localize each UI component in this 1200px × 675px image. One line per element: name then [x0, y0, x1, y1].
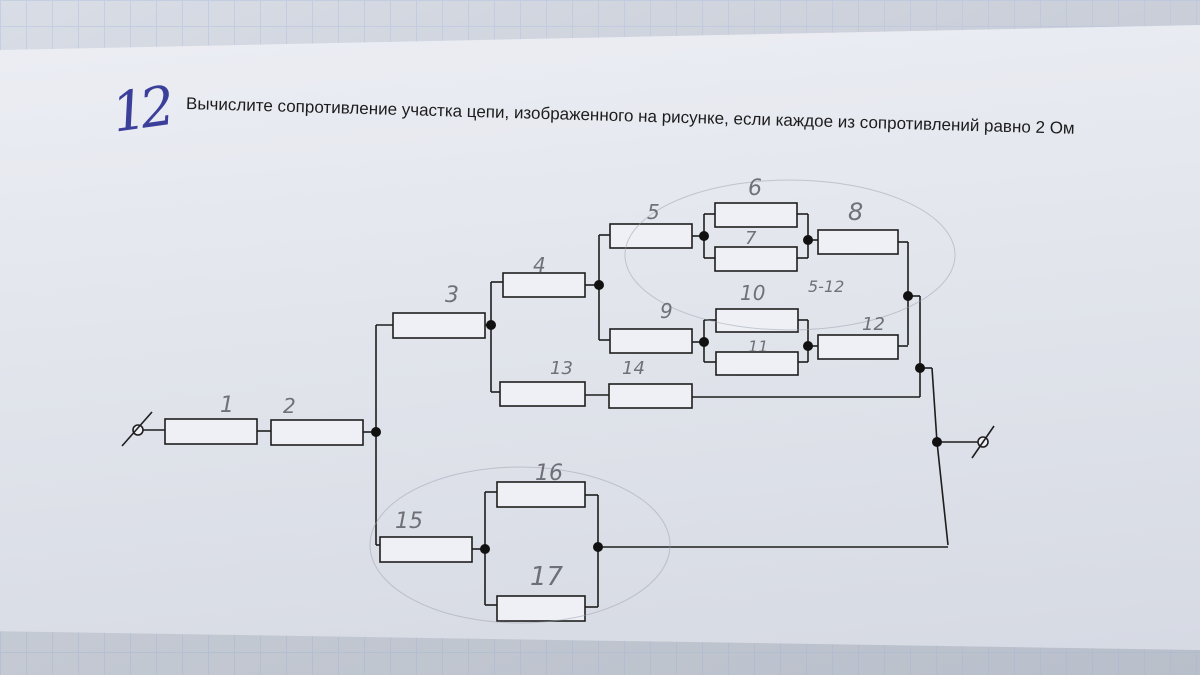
label-r16: 16 — [535, 461, 563, 486]
junction-dot — [903, 291, 913, 301]
terminal-tick — [971, 425, 995, 459]
label-r1: 1 — [220, 393, 234, 418]
label-r10: 10 — [740, 281, 765, 305]
resistor-14 — [608, 383, 693, 409]
junction-dot — [803, 235, 813, 245]
resistor-3 — [392, 312, 486, 339]
junction-dot — [371, 427, 381, 437]
label-r12: 12 — [862, 314, 885, 335]
junction-dot — [594, 280, 604, 290]
label-r2: 2 — [283, 394, 296, 418]
label-r9: 9 — [660, 299, 673, 323]
wire — [931, 367, 938, 443]
input-terminal — [132, 424, 144, 436]
junction-dot — [932, 437, 942, 447]
resistor-2 — [270, 419, 364, 446]
resistor-6 — [714, 202, 798, 228]
resistor-17 — [496, 595, 586, 622]
junction-dot — [480, 544, 490, 554]
resistor-9 — [609, 328, 693, 354]
resistor-13 — [499, 381, 586, 407]
junction-dot — [486, 320, 496, 330]
resistor-5 — [609, 223, 693, 249]
label-r7: 7 — [745, 228, 757, 249]
junction-dot — [699, 231, 709, 241]
pencil-circle — [624, 179, 956, 331]
resistor-8 — [817, 229, 899, 255]
terminal-tick — [121, 411, 153, 447]
junction-dot — [593, 542, 603, 552]
label-r13: 13 — [550, 358, 573, 379]
resistor-7 — [714, 246, 798, 272]
wire — [936, 441, 949, 546]
resistor-15 — [379, 536, 473, 563]
label-r8: 8 — [848, 198, 863, 226]
label-r15: 15 — [395, 509, 423, 534]
resistor-12 — [817, 334, 899, 360]
resistor-1 — [164, 418, 258, 445]
label-r14: 14 — [622, 358, 645, 379]
junction-dot — [803, 341, 813, 351]
pencil-circle — [369, 466, 671, 624]
junction-dot — [699, 337, 709, 347]
label-r11: 11 — [748, 337, 768, 356]
label-r4: 4 — [533, 253, 546, 277]
resistor-11 — [715, 351, 799, 376]
label-r3: 3 — [445, 283, 459, 308]
label-r5-12: 5-12 — [808, 277, 844, 296]
label-r17: 17 — [530, 562, 564, 592]
label-r6: 6 — [748, 176, 762, 201]
junction-dot — [915, 363, 925, 373]
resistor-4 — [502, 272, 586, 298]
label-r5: 5 — [647, 200, 660, 224]
